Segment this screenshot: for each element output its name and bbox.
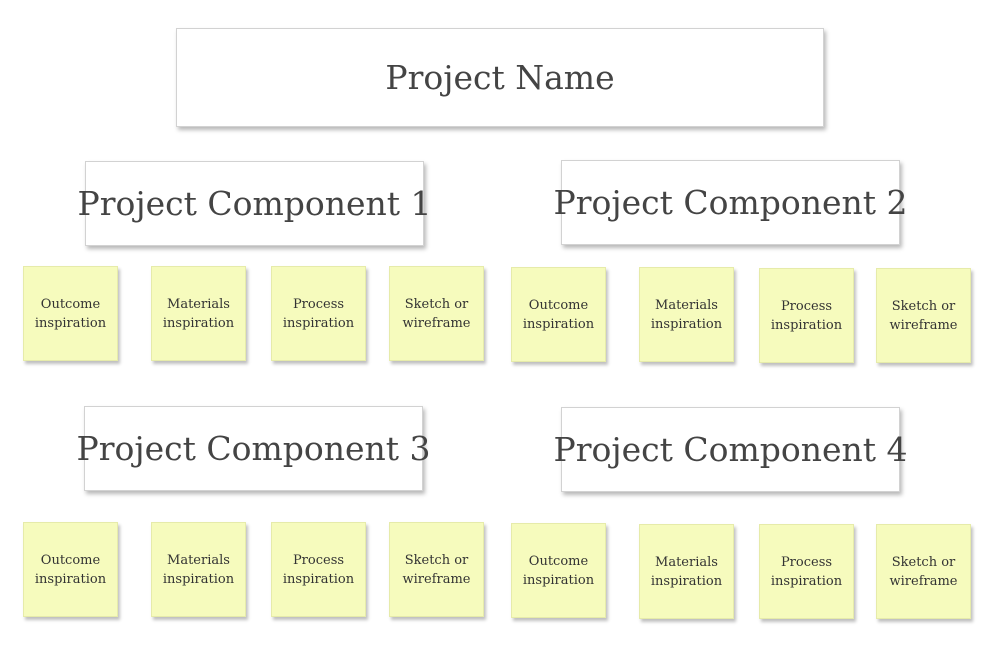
component-4-card: Project Component 4: [553, 407, 908, 492]
note-label: Materials inspiration: [162, 552, 235, 587]
component-2-title: Project Component 2: [553, 183, 908, 222]
note-label: Process inspiration: [282, 552, 355, 587]
note-label: Process inspiration: [770, 298, 843, 333]
note-label: Materials inspiration: [650, 297, 723, 332]
note-label: Sketch or wireframe: [889, 554, 958, 589]
project-name-text: Project Name: [385, 58, 615, 97]
note-label: Process inspiration: [770, 554, 843, 589]
note-label: Sketch or wireframe: [402, 552, 471, 587]
component-1-note-outcome: Outcome inspiration: [23, 266, 118, 361]
component-3-note-process: Process inspiration: [271, 522, 366, 617]
note-label: Outcome inspiration: [522, 553, 595, 588]
component-1-note-materials: Materials inspiration: [151, 266, 246, 361]
note-label: Outcome inspiration: [34, 296, 107, 331]
component-4-note-process: Process inspiration: [759, 524, 854, 619]
note-label: Outcome inspiration: [522, 297, 595, 332]
note-label: Sketch or wireframe: [402, 296, 471, 331]
component-4-note-sketch: Sketch or wireframe: [876, 524, 971, 619]
component-2-note-outcome: Outcome inspiration: [511, 267, 606, 362]
note-label: Outcome inspiration: [34, 552, 107, 587]
component-1-note-sketch: Sketch or wireframe: [389, 266, 484, 361]
note-label: Materials inspiration: [162, 296, 235, 331]
component-1-card: Project Component 1: [77, 161, 432, 246]
component-1-title: Project Component 1: [77, 184, 432, 223]
component-1-note-process: Process inspiration: [271, 266, 366, 361]
project-name-card: Project Name: [176, 28, 824, 127]
note-label: Sketch or wireframe: [889, 298, 958, 333]
component-2-note-materials: Materials inspiration: [639, 267, 734, 362]
component-3-note-outcome: Outcome inspiration: [23, 522, 118, 617]
component-3-card: Project Component 3: [76, 406, 431, 491]
component-4-note-outcome: Outcome inspiration: [511, 523, 606, 618]
component-3-note-sketch: Sketch or wireframe: [389, 522, 484, 617]
component-3-title: Project Component 3: [76, 429, 431, 468]
component-2-card: Project Component 2: [553, 160, 908, 245]
component-4-title: Project Component 4: [553, 430, 908, 469]
note-label: Process inspiration: [282, 296, 355, 331]
component-3-note-materials: Materials inspiration: [151, 522, 246, 617]
component-4-note-materials: Materials inspiration: [639, 524, 734, 619]
component-2-note-sketch: Sketch or wireframe: [876, 268, 971, 363]
component-2-note-process: Process inspiration: [759, 268, 854, 363]
note-label: Materials inspiration: [650, 554, 723, 589]
